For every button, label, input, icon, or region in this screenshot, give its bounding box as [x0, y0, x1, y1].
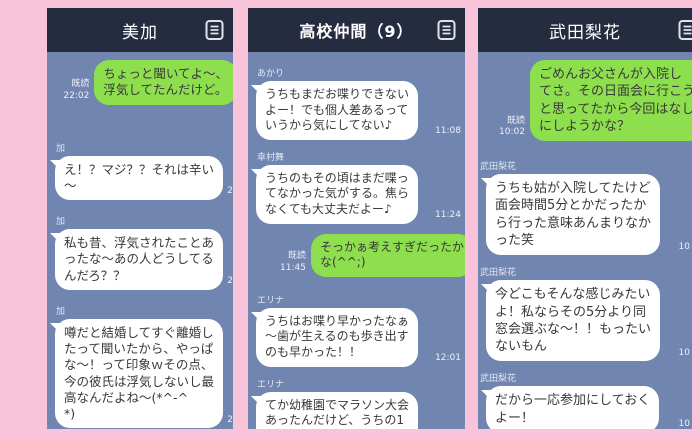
message-bubble-received: 今どこもそんな感じみたい よ！私ならその5分より同 窓会選ぶな〜！！もったい な…	[480, 280, 661, 362]
message-sent: 既読 22:02 ちょっと聞いてよ〜、 浮気してたんだけど。	[55, 60, 233, 105]
message-bubble-received: 噂だと結婚してすぐ離婚し たって聞いたから、やっぱ な〜！って印象ｗその点、 今…	[49, 318, 224, 429]
sender-name: エリナ	[257, 379, 285, 390]
read-receipt: 既読 10:02	[499, 116, 525, 141]
timestamp: 12:01	[435, 352, 461, 363]
message-bubble-received: うちのもその頃はまだ喋っ てなかった気がする。焦ら なくても大丈夫だよー♪	[250, 164, 419, 224]
message-received: うちも姑が入院してたけど 面会時間5分とかだったか ら行った意味あんまりなか っ…	[480, 174, 690, 256]
read-receipt: 既読 11:45	[280, 251, 306, 276]
message-area: 既読 22:02 ちょっと聞いてよ〜、 浮気してたんだけど。 加 え！？マジ？？…	[47, 52, 233, 429]
message-bubble-received: うちはお喋り早かったなぁ 〜歯が生えるのも歩き出す のも早かった！！	[250, 307, 419, 367]
chat-panel-mika: 美加 既読 22:02 ちょっと聞いてよ〜、 浮気してたんだけど。 加 え！？マ…	[47, 8, 233, 429]
timestamp: 10	[678, 347, 690, 358]
chat-title: 武田梨花	[549, 22, 621, 43]
message-received: 噂だと結婚してすぐ離婚し たって聞いたから、やっぱ な〜！って印象ｗその点、 今…	[49, 318, 233, 429]
timestamp: 11:45	[280, 263, 306, 274]
message-bubble-received: うちも姑が入院してたけど 面会時間5分とかだったか ら行った意味あんまりなか っ…	[480, 174, 661, 256]
timestamp: 11:24	[435, 209, 461, 220]
message-bubble-sent: ちょっと聞いてよ〜、 浮気してたんだけど。	[94, 60, 233, 105]
chat-title: 美加	[122, 22, 158, 43]
sender-name: 武田梨花	[480, 162, 517, 173]
message-received: え！？マジ？？それは辛い 〜 2	[49, 155, 233, 200]
message-bubble-sent: ごめんお父さんが入院し てさ。その日面会に行こう と思ってたから今回はなし にし…	[529, 60, 692, 142]
timestamp: 10:02	[499, 127, 525, 138]
sender-name: 加	[56, 217, 66, 227]
sender-name: 武田梨花	[480, 268, 517, 279]
timestamp: 2	[227, 414, 233, 425]
chat-header: 武田梨花	[478, 8, 692, 52]
timestamp: 2	[227, 276, 233, 287]
message-received: うちのもその頃はまだ喋っ てなかった気がする。焦ら なくても大丈夫だよー♪ 11…	[250, 164, 461, 224]
sender-name: 加	[56, 306, 66, 317]
timestamp: 10	[678, 419, 690, 429]
sender-name: 武田梨花	[480, 374, 517, 385]
message-bubble-received: だから一応参加にしておく よー！	[480, 386, 660, 429]
message-bubble-sent: そっかぁ考えすぎだったか な(^^;)	[310, 233, 465, 277]
sender-name: あかり	[257, 69, 285, 79]
message-received: 今どこもそんな感じみたい よ！私ならその5分より同 窓会選ぶな〜！！もったい な…	[480, 280, 690, 362]
message-received: うちもまだお喋りできない よー！でも個人差あるって いうから気にしてない♪ 11…	[250, 81, 461, 140]
timestamp: 2	[227, 186, 233, 197]
message-area: あかり うちもまだお喋りできない よー！でも個人差あるって いうから気にしてない…	[248, 52, 465, 429]
timestamp: 11:08	[435, 126, 461, 137]
message-bubble-received: 私も昔、浮気されたことあ ったな〜あの人どうしてる んだろ？？	[49, 229, 224, 290]
message-received: だから一応参加にしておく よー！ 10	[480, 386, 690, 429]
sender-name: 幸村舞	[257, 152, 285, 163]
menu-icon[interactable]	[205, 20, 224, 41]
message-area: 既読 10:02 ごめんお父さんが入院し てさ。その日面会に行こう と思ってたか…	[478, 52, 692, 429]
read-receipt: 既読 22:02	[63, 79, 89, 104]
chat-header: 美加	[47, 8, 233, 52]
message-bubble-received: てか幼稚園でマラソン大会 あったんだけど、うちの1 位だった〜めっちゃ足速く て…	[250, 391, 419, 429]
timestamp: 10	[678, 241, 690, 252]
chat-panel-takeda-rika: 武田梨花 既読 10:02 ごめんお父さんが入院し てさ。その日面会に行こう と…	[478, 8, 692, 429]
message-received: 私も昔、浮気されたことあ ったな〜あの人どうしてる んだろ？？ 2	[49, 229, 233, 290]
message-bubble-received: うちもまだお喋りできない よー！でも個人差あるって いうから気にしてない♪	[250, 81, 419, 140]
sender-name: 加	[56, 143, 66, 154]
chat-panel-koko-nakama: 高校仲間（9） あかり うちもまだお喋りできない よー！でも個人差あるって いう…	[248, 8, 465, 429]
menu-icon[interactable]	[437, 20, 456, 41]
message-bubble-received: え！？マジ？？それは辛い 〜	[49, 155, 224, 200]
message-received: てか幼稚園でマラソン大会 あったんだけど、うちの1 位だった〜めっちゃ足速く て…	[250, 391, 461, 429]
timestamp: 22:02	[63, 90, 90, 101]
sender-name: エリナ	[257, 295, 285, 306]
read-label: 既読	[506, 115, 525, 126]
message-received: うちはお喋り早かったなぁ 〜歯が生えるのも歩き出す のも早かった！！ 12:01	[250, 307, 461, 367]
chat-title: 高校仲間（9）	[299, 22, 414, 41]
read-label: 既読	[287, 251, 306, 262]
menu-icon[interactable]	[678, 20, 692, 41]
message-sent: 既読 11:45 そっかぁ考えすぎだったか な(^^;)	[256, 233, 465, 277]
chat-header: 高校仲間（9）	[248, 8, 465, 52]
read-label: 既読	[71, 79, 90, 90]
message-sent: 既読 10:02 ごめんお父さんが入院し てさ。その日面会に行こう と思ってたか…	[486, 60, 692, 142]
